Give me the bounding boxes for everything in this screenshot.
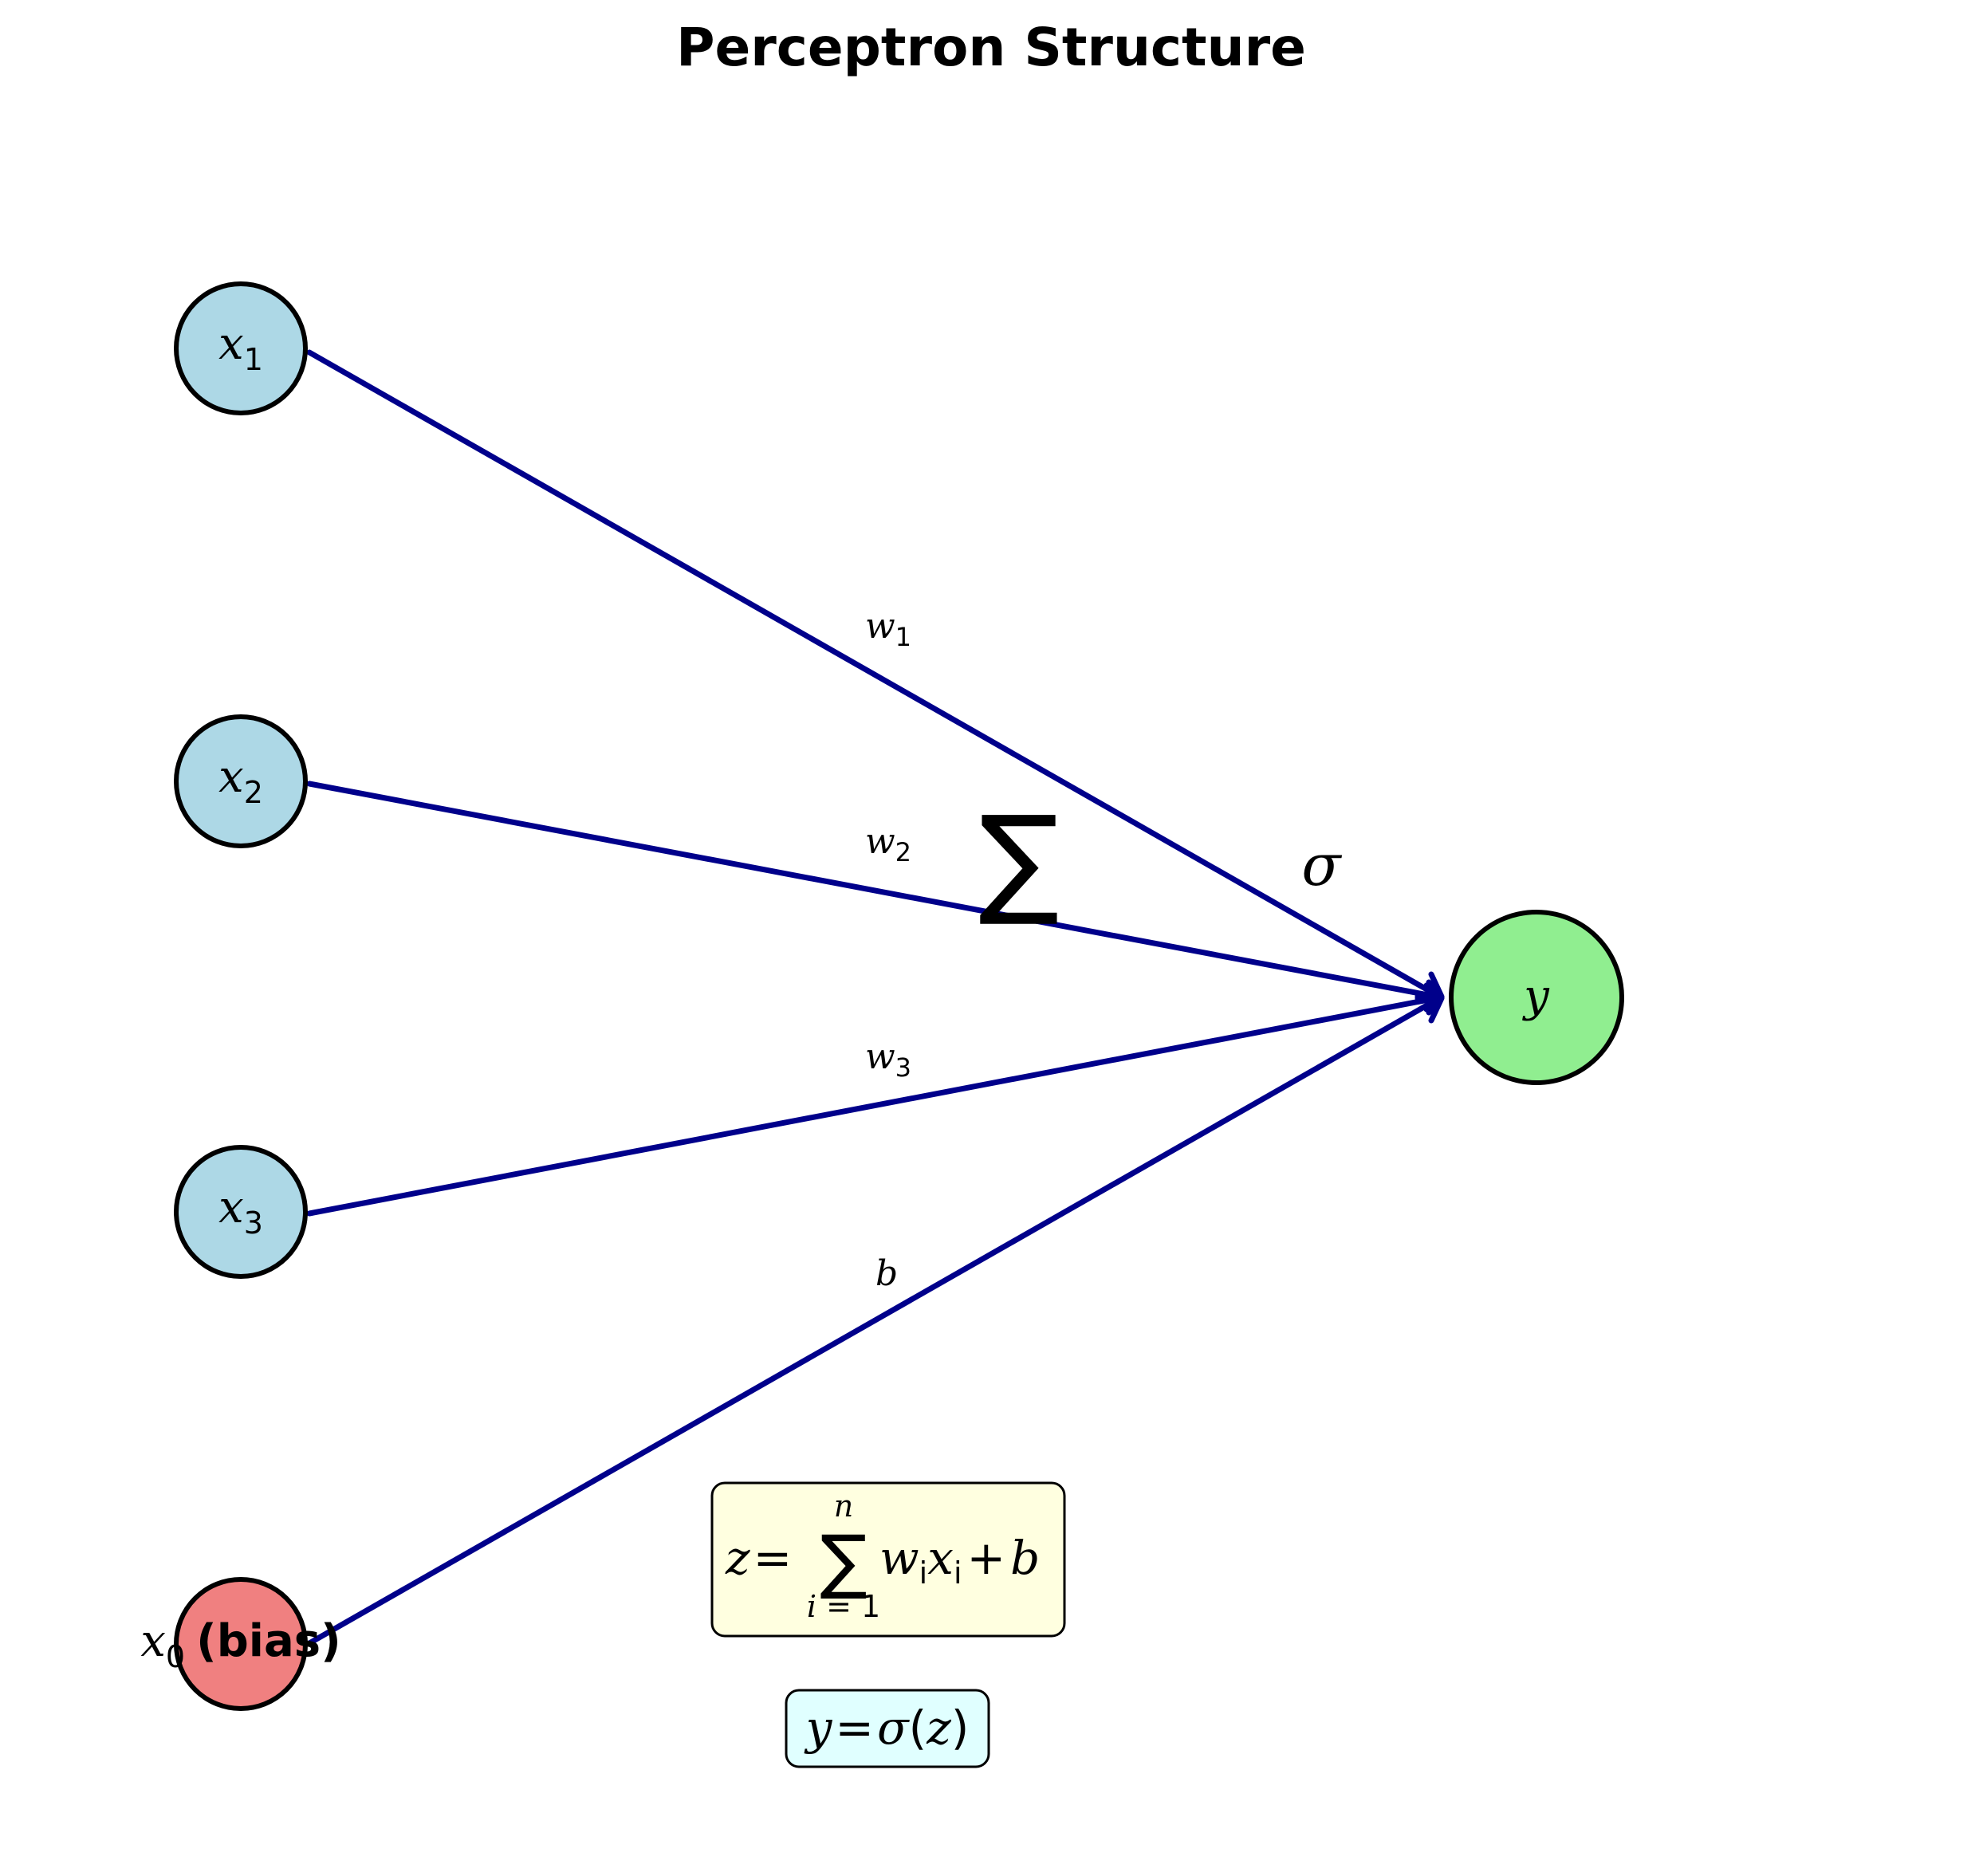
bias-node-label: x0(bias)	[140, 1615, 340, 1674]
input-node-x3-label: x3	[218, 1182, 263, 1241]
bias-node: x0(bias)	[140, 1577, 341, 1711]
sum-formula-rhs: wixi+b	[879, 1531, 1040, 1591]
output-node-y: y	[1449, 910, 1624, 1085]
edge-bias-to-y	[306, 994, 1444, 1646]
arrowhead-bias	[1414, 993, 1445, 1024]
activation-formula: y=σ(z)	[804, 1701, 970, 1755]
edge-x3-to-y	[306, 994, 1444, 1217]
sum-formula-lhs: z=	[725, 1531, 792, 1585]
activation-formula-box: y=σ(z)	[785, 1689, 990, 1768]
weight-label-w3: w3	[865, 1036, 911, 1083]
edges	[306, 349, 1444, 1646]
weight-label-w1: w1	[865, 606, 911, 652]
edge-x2-to-y	[306, 781, 1444, 1001]
weight-label-w2: w2	[865, 821, 911, 867]
activation-symbol: σ	[1301, 832, 1342, 899]
input-node-x1: x1	[174, 281, 308, 415]
weight-label-b: b	[875, 1253, 898, 1294]
input-node-x1-label: x1	[218, 318, 263, 377]
sum-formula-box: z= ∑ n i = 1 wixi+b	[710, 1481, 1066, 1638]
sum-formula-sigma: ∑	[820, 1520, 867, 1602]
edge-x1-to-y	[306, 349, 1444, 1001]
output-node-y-label: y	[1521, 970, 1550, 1022]
input-node-x3: x3	[174, 1145, 308, 1279]
input-node-x2: x2	[174, 714, 308, 848]
sum-formula-upper-limit: n	[834, 1489, 853, 1524]
diagram-title: Perceptron Structure	[676, 17, 1306, 78]
sum-formula-lower-limit: i = 1	[807, 1589, 880, 1624]
summation-symbol: ∑	[978, 791, 1059, 930]
input-node-x2-label: x2	[218, 751, 263, 810]
arrowheads	[1414, 971, 1445, 1024]
